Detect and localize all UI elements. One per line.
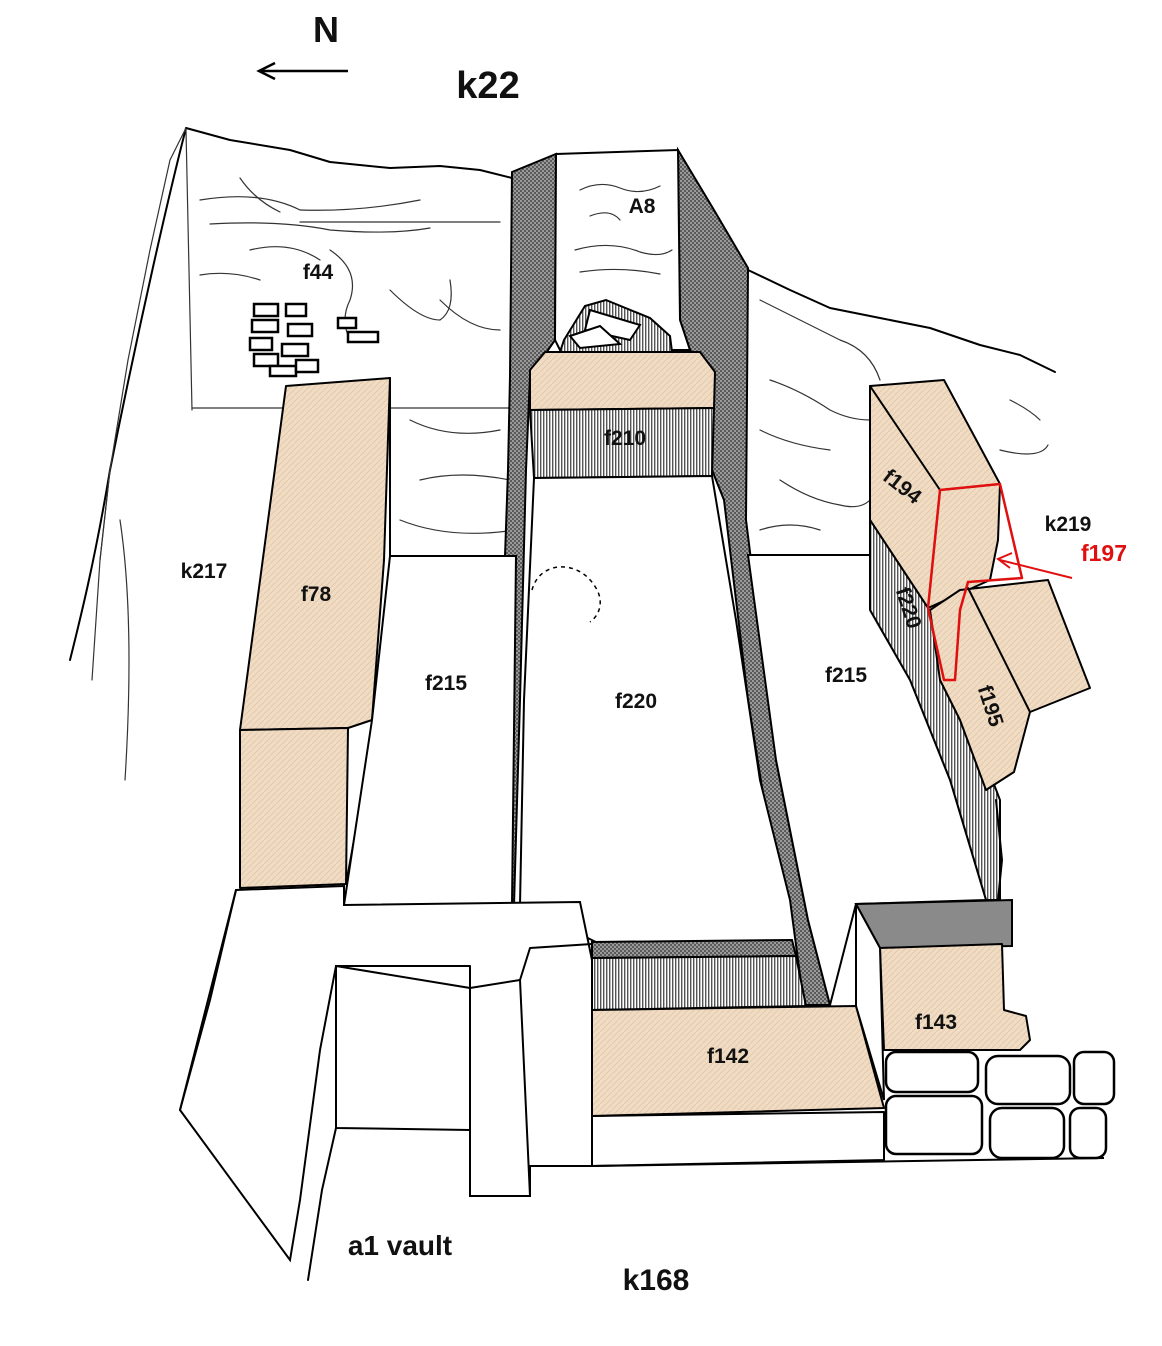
outline-f197 (926, 482, 1073, 682)
niche-a8 (553, 148, 692, 351)
label-f143: f143 (915, 1011, 957, 1034)
label-f44: f44 (303, 261, 334, 284)
compass-north-label: N (313, 9, 339, 50)
label-f220-center: f220 (615, 690, 657, 713)
label-a8: A8 (629, 195, 656, 218)
label-f215-left: f215 (425, 672, 467, 695)
label-f210: f210 (604, 427, 646, 450)
label-f78: f78 (301, 583, 332, 606)
label-f142: f142 (707, 1045, 749, 1068)
brick-cluster (248, 302, 380, 378)
slab-f142 (591, 938, 885, 1117)
label-k219: k219 (1045, 513, 1092, 536)
label-k168: k168 (623, 1264, 690, 1297)
label-f197: f197 (1081, 540, 1127, 566)
label-f215-right: f215 (825, 664, 867, 687)
floor-f220 (518, 474, 806, 1007)
site-title: k22 (456, 65, 519, 107)
slab-f210 (528, 351, 716, 480)
block-f143 (854, 898, 1031, 1101)
label-a1-vault: a1 vault (348, 1230, 452, 1261)
north-arrow-icon (256, 61, 348, 81)
cobblestone-wall (884, 1050, 1116, 1160)
label-k217: k217 (181, 560, 228, 583)
